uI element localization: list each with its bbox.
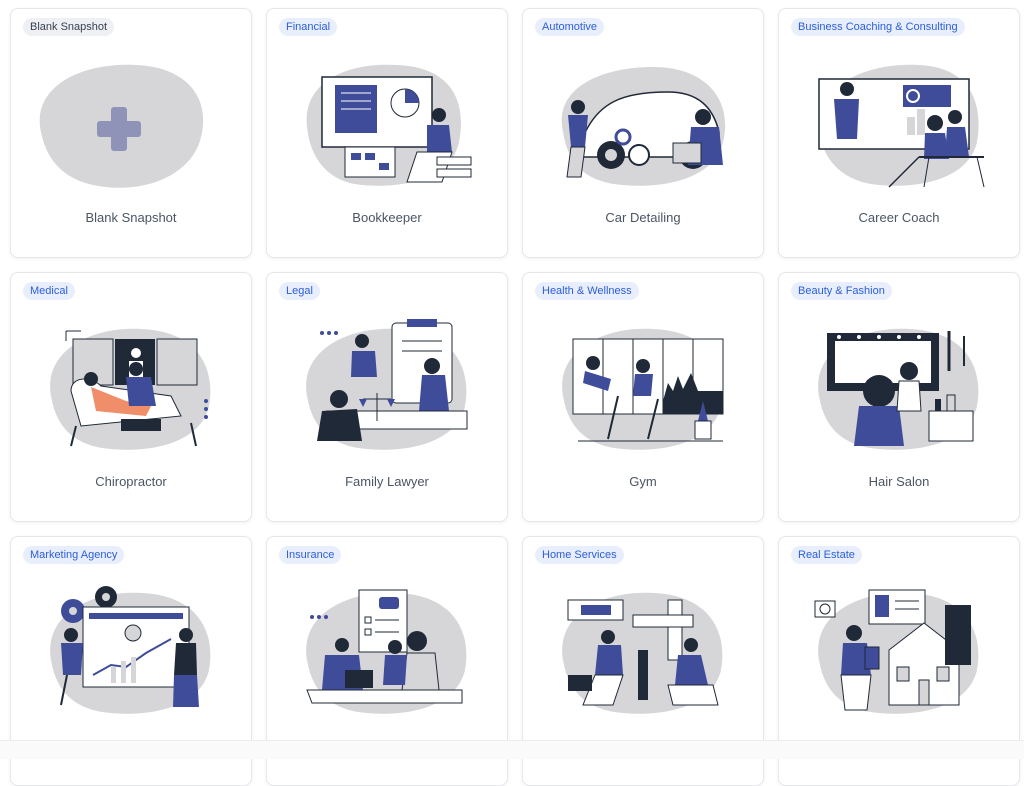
- snapshot-card-bookkeeper[interactable]: Financial Bookkeeper: [266, 8, 508, 258]
- card-title: Gym: [629, 474, 657, 489]
- category-badge: Medical: [23, 282, 75, 300]
- category-badge: Beauty & Fashion: [791, 282, 892, 300]
- category-badge: Home Services: [535, 546, 624, 564]
- snapshot-card-car-detailing[interactable]: Automotive Car Detailing: [522, 8, 764, 258]
- card-title: Hair Salon: [868, 474, 930, 489]
- snapshot-card-gym[interactable]: Health & Wellness Gym: [522, 272, 764, 522]
- snapshot-card-career-coach[interactable]: Business Coaching & Consulting Career Co…: [778, 8, 1020, 258]
- category-badge: Real Estate: [791, 546, 862, 564]
- family-lawyer-illustration: [306, 319, 468, 450]
- card-title: Family Lawyer: [345, 474, 429, 489]
- car-detailing-illustration: [561, 67, 726, 186]
- snapshot-card-hair-salon[interactable]: Beauty & Fashion Hair Salon: [778, 272, 1020, 522]
- career-coach-illustration: [818, 64, 985, 188]
- card-title: Bookkeeper: [352, 210, 422, 225]
- hair-salon-illustration: [818, 328, 979, 450]
- category-badge: Financial: [279, 18, 338, 36]
- category-badge: Insurance: [279, 546, 342, 564]
- home-services-illustration: [562, 592, 723, 714]
- category-badge: Legal: [279, 282, 320, 300]
- snapshot-card-chiropractor[interactable]: Medical Chiropractor: [10, 272, 252, 522]
- card-title: Car Detailing: [605, 210, 681, 225]
- category-badge: Automotive: [535, 18, 605, 36]
- category-badge: Health & Wellness: [535, 282, 639, 300]
- page-bottom-edge: [0, 740, 1024, 759]
- chiropractor-illustration: [50, 328, 211, 450]
- card-title: Chiropractor: [95, 474, 167, 489]
- snapshot-card-family-lawyer[interactable]: Legal Family Lawyer: [266, 272, 508, 522]
- category-badge: Blank Snapshot: [23, 18, 115, 36]
- gym-illustration: [562, 328, 724, 450]
- card-title: Career Coach: [858, 210, 940, 225]
- bookkeeper-illustration: [306, 64, 472, 186]
- plus-icon: [39, 64, 204, 188]
- insurance-illustration: [306, 589, 467, 714]
- real-estate-illustration: [814, 589, 979, 714]
- marketing-agency-illustration: [50, 586, 211, 714]
- card-title: Blank Snapshot: [85, 210, 177, 225]
- category-badge: Marketing Agency: [23, 546, 125, 564]
- snapshot-card-blank[interactable]: Blank Snapshot Blank Snapshot: [10, 8, 252, 258]
- category-badge: Business Coaching & Consulting: [791, 18, 965, 36]
- snapshot-grid: Blank Snapshot Blank Snapshot Financial …: [10, 8, 1020, 786]
